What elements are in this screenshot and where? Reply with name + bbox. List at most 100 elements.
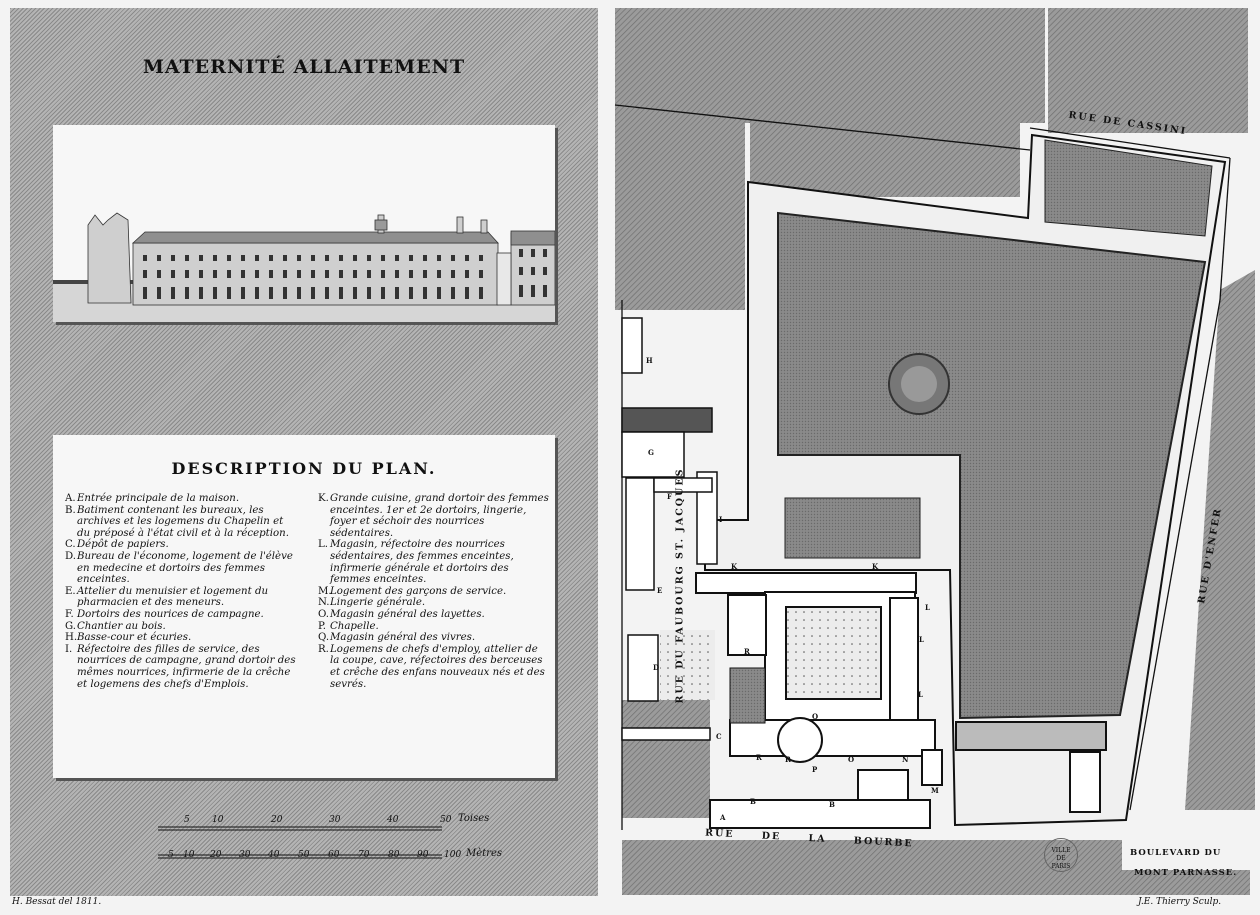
metres-tick: 70 xyxy=(358,850,370,860)
legend-text: Dépôt de papiers. xyxy=(77,539,169,551)
legend-text: Magasin général des layettes. xyxy=(330,608,485,620)
legend-key: M. xyxy=(318,585,332,597)
credit-engraver: J.E. Thierry Sculp. xyxy=(1138,897,1222,907)
plan-letter: R xyxy=(744,647,750,656)
legend-item: O.Magasin général des layettes. xyxy=(318,609,550,621)
plan-letter: G xyxy=(648,448,654,457)
plan-letter: A xyxy=(720,813,726,822)
metres-tick: 20 xyxy=(210,850,222,860)
legend-text: Attelier du menuisier et logement du pha… xyxy=(77,585,269,609)
legend-item: K.Grande cuisine, grand dortoir des femm… xyxy=(318,493,550,539)
toises-tick: 5 xyxy=(184,815,190,825)
legend-item: H.Basse-cour et écuries. xyxy=(65,632,297,644)
legend-text: Basse-cour et écuries. xyxy=(77,632,192,644)
description-title: DESCRIPTION DU PLAN. xyxy=(171,459,437,478)
plan-letter: Q xyxy=(812,712,819,721)
legend-text: Réfectoire des filles de service, des no… xyxy=(77,643,296,690)
sheet-title: MATERNITÉ ALLAITEMENT xyxy=(142,56,466,78)
legend-key: A. xyxy=(65,493,76,504)
street-boulevard-line2: MONT PARNASSE. xyxy=(1134,868,1238,878)
legend-item: L.Magasin, réfectoire des nourrices séde… xyxy=(318,539,550,585)
legend-key: H. xyxy=(65,632,78,644)
legend-item: C.Dépôt de papiers. xyxy=(65,539,297,551)
street-faubourg-st-jacques: RUE DU FAUBOURG ST. JACQUES xyxy=(674,467,686,704)
plan-letter: R xyxy=(785,755,791,764)
legend-text: Chapelle. xyxy=(330,620,379,632)
site-plan xyxy=(614,8,1255,895)
legend-key: K. xyxy=(318,493,329,504)
plan-letter: R xyxy=(756,753,762,762)
legend-key: C. xyxy=(65,539,76,551)
metres-tick: 80 xyxy=(388,850,400,860)
metres-tick: 5 xyxy=(168,850,174,860)
metres-tick: 50 xyxy=(298,850,310,860)
description-panel: DESCRIPTION DU PLAN. A.Entrée principale… xyxy=(53,435,555,778)
facade-elevation xyxy=(53,125,556,322)
legend-text: Grande cuisine, grand dortoir des femmes… xyxy=(330,493,549,539)
plan-letter: H xyxy=(646,356,653,365)
stamp-line: DE xyxy=(1056,855,1066,862)
plan-letter: D xyxy=(653,663,660,672)
legend-text: Lingerie générale. xyxy=(330,597,426,609)
plan-letter: E xyxy=(657,586,663,595)
metres-tick: 100 xyxy=(444,850,462,860)
legend-text: Dortoirs des nourices de campagne. xyxy=(77,608,264,620)
metres-label: Mètres xyxy=(466,848,503,859)
legend-key: D. xyxy=(65,550,77,562)
central-block xyxy=(695,572,1107,829)
legend-key: Q. xyxy=(318,632,330,644)
small-garden xyxy=(729,667,766,724)
legend-item: G.Chantier au bois. xyxy=(65,621,297,633)
legend-right-column: K.Grande cuisine, grand dortoir des femm… xyxy=(318,493,550,690)
toises-tick: 20 xyxy=(271,815,283,825)
legend-left-column: A.Entrée principale de la maison. B.Bati… xyxy=(65,493,297,690)
legend-key: B. xyxy=(65,504,76,516)
plan-letter: B xyxy=(750,797,756,806)
plan-letter: O xyxy=(848,755,855,764)
library-stamp: VILLE DE PARIS xyxy=(1044,838,1078,872)
toises-label: Toises xyxy=(458,813,490,824)
legend-item: D.Bureau de l'économe, logement de l'élè… xyxy=(65,551,297,586)
legend-text: Magasin général des vivres. xyxy=(330,632,476,644)
dotted-court-west xyxy=(660,630,715,700)
metres-tick: 40 xyxy=(268,850,280,860)
plan-letter: L xyxy=(919,635,924,644)
legend-item: B.Batiment contenant les bureaux, les ar… xyxy=(65,505,297,540)
legend-key: R. xyxy=(318,643,329,655)
main-grounds xyxy=(704,133,1227,827)
plan-letter: P xyxy=(812,765,818,774)
facade-drawing xyxy=(53,212,556,322)
neighbouring-blocks xyxy=(615,8,1255,895)
plan-letter: N xyxy=(902,755,909,764)
toises-tick: 10 xyxy=(212,815,224,825)
west-buildings xyxy=(621,317,718,741)
plan-letter: C xyxy=(716,732,722,741)
stamp-line: VILLE xyxy=(1051,847,1071,854)
legend-key: I. xyxy=(65,643,73,655)
scale-bars xyxy=(158,826,442,859)
toises-tick: 50 xyxy=(440,815,452,825)
legend-item: A.Entrée principale de la maison. xyxy=(65,493,297,505)
street-edges xyxy=(614,104,1231,830)
legend-text: Magasin, réfectoire des nourrices sédent… xyxy=(330,539,514,586)
legend-item: R.Logemens de chefs d'employ, attelier d… xyxy=(318,644,550,690)
plan-letter: I xyxy=(719,515,723,524)
plan-letter: M xyxy=(931,786,939,795)
legend-key: O. xyxy=(318,608,329,620)
legend-key: P. xyxy=(318,620,327,632)
legend-text: Entrée principale de la maison. xyxy=(77,493,240,504)
street-boulevard-line1: BOULEVARD DU xyxy=(1130,848,1222,858)
metres-tick: 90 xyxy=(417,850,429,860)
legend-text: Logemens de chefs d'employ, attelier de … xyxy=(330,643,545,690)
plan-letter: L xyxy=(918,690,923,699)
legend-key: N. xyxy=(318,597,330,609)
plan-letter: K xyxy=(731,562,738,571)
legend-text: Chantier au bois. xyxy=(77,620,166,632)
legend-item: N.Lingerie générale. xyxy=(318,597,550,609)
toises-tick: 40 xyxy=(387,815,399,825)
legend-key: G. xyxy=(65,620,77,632)
stamp-line: PARIS xyxy=(1051,863,1071,870)
legend-text: Batiment contenant les bureaux, les arch… xyxy=(77,504,289,539)
legend-item: Q.Magasin général des vivres. xyxy=(318,632,550,644)
